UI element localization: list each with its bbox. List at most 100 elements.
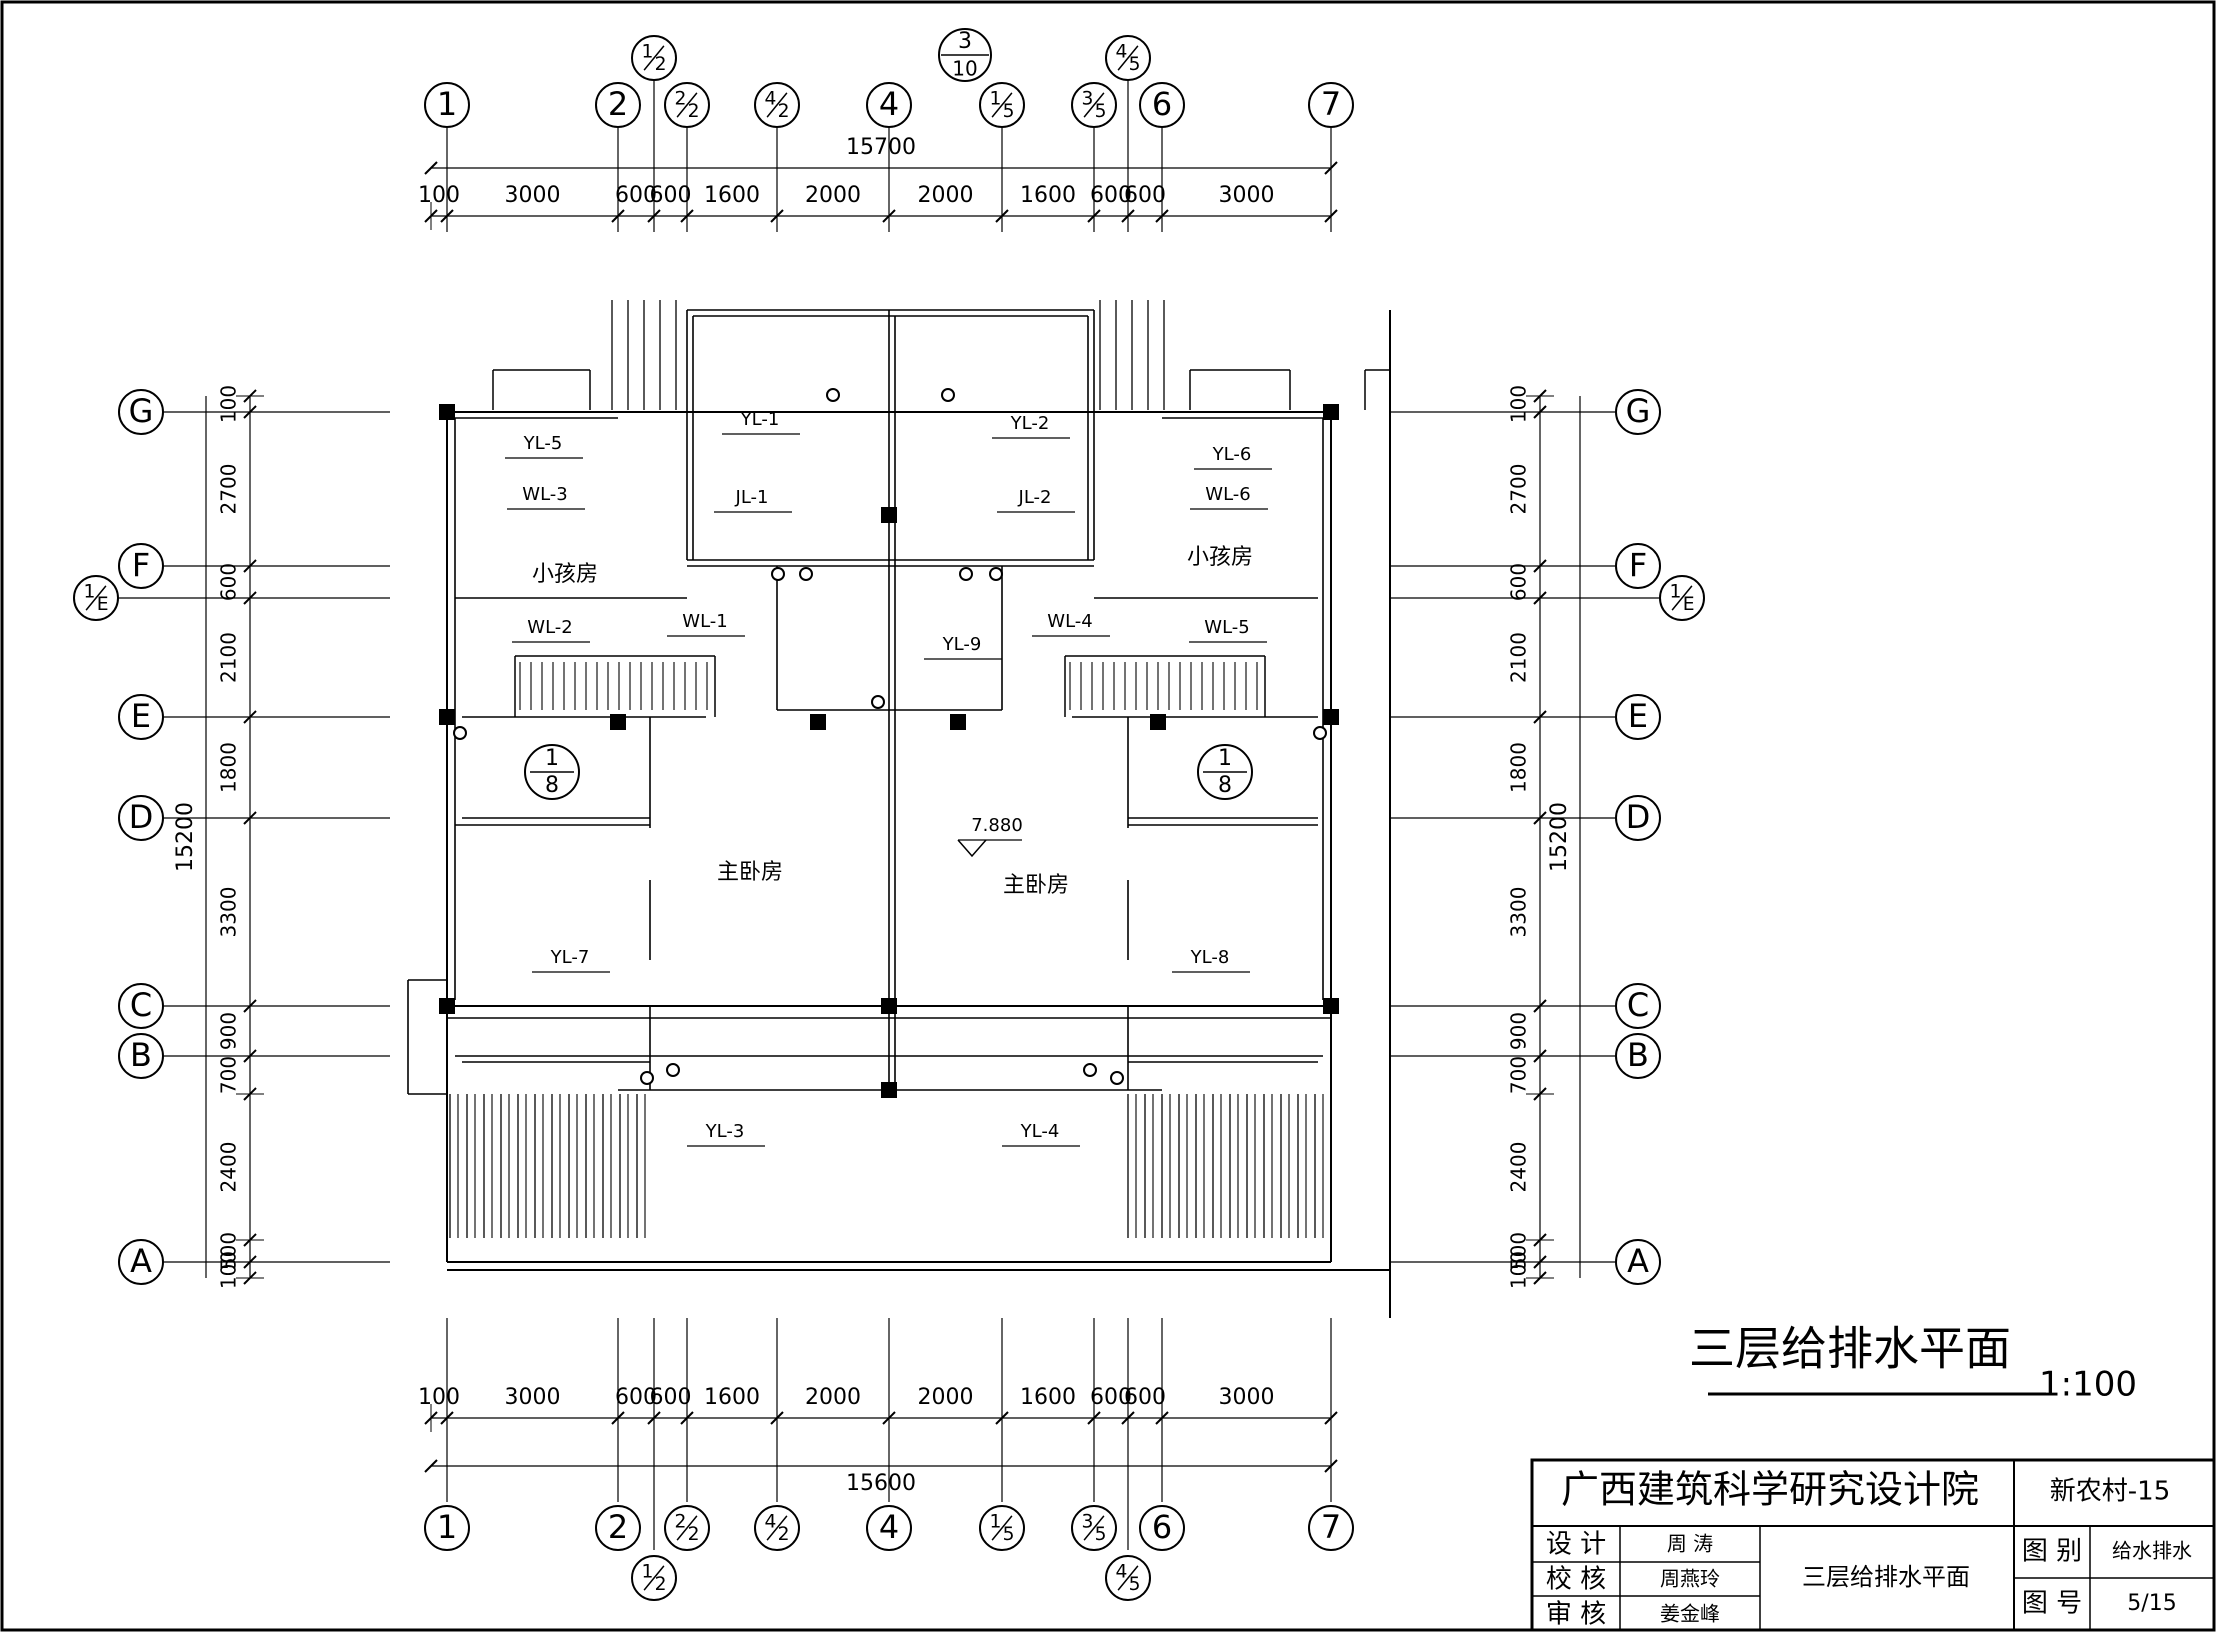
- axis-bubble-right-7: [1615, 1239, 1661, 1285]
- right-dims-val-3: 2100: [1507, 632, 1531, 683]
- column: [881, 507, 897, 523]
- axis-bubble-left-6-text: B: [130, 1036, 152, 1074]
- left-dims-val-3: 2100: [217, 632, 241, 683]
- pipe-marker: [826, 388, 840, 402]
- bottom-dims-val-1: 3000: [505, 1385, 561, 1410]
- left-dims-val-10: 100: [217, 1251, 241, 1289]
- pipe-label-yl-7: YL-7: [550, 947, 590, 968]
- bottom-dims-val-9: 600: [1124, 1385, 1166, 1410]
- axis-bubble-bottom-3-num: 4: [764, 1511, 776, 1532]
- room-label-0: 小孩房: [532, 562, 598, 587]
- section-mark-bottom-0: 8: [545, 773, 559, 798]
- column: [439, 709, 455, 725]
- axis-bubble-bottom-1: [595, 1505, 641, 1551]
- column: [439, 404, 455, 420]
- top-dims-val-7: 1600: [1020, 183, 1076, 208]
- axis-bubble-left-6: [118, 1033, 164, 1079]
- left-dims-val-7: 700: [217, 1056, 241, 1094]
- bottom-dims-total: 15600: [846, 1471, 916, 1496]
- axis-bubble-left-2-num: 1: [83, 581, 95, 602]
- elevation-symbol: [957, 839, 987, 858]
- right-dims-val-8: 2400: [1507, 1142, 1531, 1193]
- drawing-title: 三层给排水平面: [1689, 1322, 2011, 1376]
- axis-bubble-bottom-5-num: 1: [989, 1511, 1001, 1532]
- title-block-institute: 广西建筑科学研究设计院: [1561, 1468, 1979, 1512]
- pipe-marker: [771, 567, 785, 581]
- axis-bubble-top-1: [595, 82, 641, 128]
- title-block-category-label: 图 别: [2022, 1537, 2082, 1567]
- drawing-scale: 1:100: [2039, 1365, 2137, 1405]
- pipe-marker: [640, 1071, 654, 1085]
- pipe-label-yl-1: YL-1: [740, 409, 780, 430]
- right-dims-val-0: 100: [1507, 385, 1531, 423]
- axis-bubble-right-4-text: D: [1626, 798, 1651, 836]
- axis-bubble-bottom-4: [866, 1505, 912, 1551]
- pipe-label-yl-8: YL-8: [1190, 947, 1230, 968]
- axis-bubble-right-6-text: B: [1627, 1036, 1649, 1074]
- axis-bubble-left-1: [118, 543, 164, 589]
- pipe-label-yl-3: YL-3: [705, 1121, 745, 1142]
- axis-bubble-bottom-2-den: 2: [688, 1524, 700, 1545]
- room-label-1: 小孩房: [1187, 545, 1253, 570]
- axis-bubble-top-3-den: 2: [778, 101, 790, 122]
- axis-bubble-bottom-2-num: 2: [674, 1511, 686, 1532]
- top-dims-val-0: 100: [418, 183, 460, 208]
- title-block-role-2: 审 核: [1546, 1600, 1606, 1630]
- detail-ref-top: 3: [958, 29, 972, 54]
- bottom-dims-val-2: 600: [615, 1385, 657, 1410]
- axis-bubble-left-7-text: A: [130, 1242, 152, 1280]
- pipe-label-yl-2: YL-2: [1010, 413, 1050, 434]
- axis-bubble-bottom-5-den: 5: [1003, 1524, 1015, 1545]
- bottom-dims-val-6: 2000: [918, 1385, 974, 1410]
- pipe-marker: [959, 567, 973, 581]
- right-dims-val-5: 3300: [1507, 887, 1531, 938]
- axis-bubble-bottom-6-num: 3: [1081, 1511, 1093, 1532]
- axis-bubble-top-3-num: 4: [764, 88, 776, 109]
- top-dims-val-4: 1600: [704, 183, 760, 208]
- pipe-label-yl-9: YL-9: [942, 634, 982, 655]
- pipe-label-jl-2: JL-2: [1018, 487, 1052, 508]
- axis-bubble-right-4: [1615, 795, 1661, 841]
- top-dims-total: 15700: [846, 135, 916, 160]
- pipe-marker: [453, 726, 467, 740]
- column: [1323, 998, 1339, 1014]
- axis-bubble-top-upper-1-num: 4: [1115, 41, 1127, 62]
- axis-bubble-top-0: [424, 82, 470, 128]
- column: [810, 714, 826, 730]
- axis-bubble-top-upper-0-num: 1: [641, 41, 653, 62]
- column: [950, 714, 966, 730]
- pipe-label-wl-3: WL-3: [522, 484, 567, 505]
- title-block-name-0: 周 涛: [1667, 1532, 1713, 1556]
- section-mark-top-0: 1: [545, 746, 559, 771]
- axis-bubble-right-3-text: E: [1628, 697, 1648, 735]
- pipe-label-jl-1: JL-1: [735, 487, 769, 508]
- title-block-number-label: 图 号: [2022, 1589, 2082, 1619]
- room-label-2: 主卧房: [717, 860, 783, 885]
- bottom-dims-val-4: 1600: [704, 1385, 760, 1410]
- title-block: [1530, 1458, 2216, 1632]
- left-dims-val-5: 3300: [217, 887, 241, 938]
- axis-bubble-bottom-8: [1308, 1505, 1354, 1551]
- axis-bubble-left-3: [118, 694, 164, 740]
- axis-bubble-top-7: [1139, 82, 1185, 128]
- axis-bubble-left-4-text: D: [129, 798, 154, 836]
- axis-bubble-left-2-den: E: [97, 594, 109, 615]
- bottom-dims-val-0: 100: [418, 1385, 460, 1410]
- right-dims-val-1: 2700: [1507, 464, 1531, 515]
- left-dims-val-0: 100: [217, 385, 241, 423]
- column: [881, 1082, 897, 1098]
- axis-bubble-left-5: [118, 983, 164, 1029]
- pipe-label-yl-5: YL-5: [523, 433, 563, 454]
- bottom-dims-val-3: 600: [650, 1385, 692, 1410]
- top-dims-val-6: 2000: [918, 183, 974, 208]
- axis-bubble-top-upper-1-den: 5: [1129, 54, 1141, 75]
- axis-bubble-right-1-text: F: [1629, 546, 1647, 584]
- left-dims-val-4: 1800: [217, 742, 241, 793]
- axis-bubble-right-1: [1615, 543, 1661, 589]
- pipe-label-yl-4: YL-4: [1020, 1121, 1060, 1142]
- axis-bubble-top-6-den: 5: [1095, 101, 1107, 122]
- column: [610, 714, 626, 730]
- axis-bubble-right-2-den: E: [1683, 594, 1695, 615]
- axis-bubble-top-7-text: 6: [1152, 85, 1172, 123]
